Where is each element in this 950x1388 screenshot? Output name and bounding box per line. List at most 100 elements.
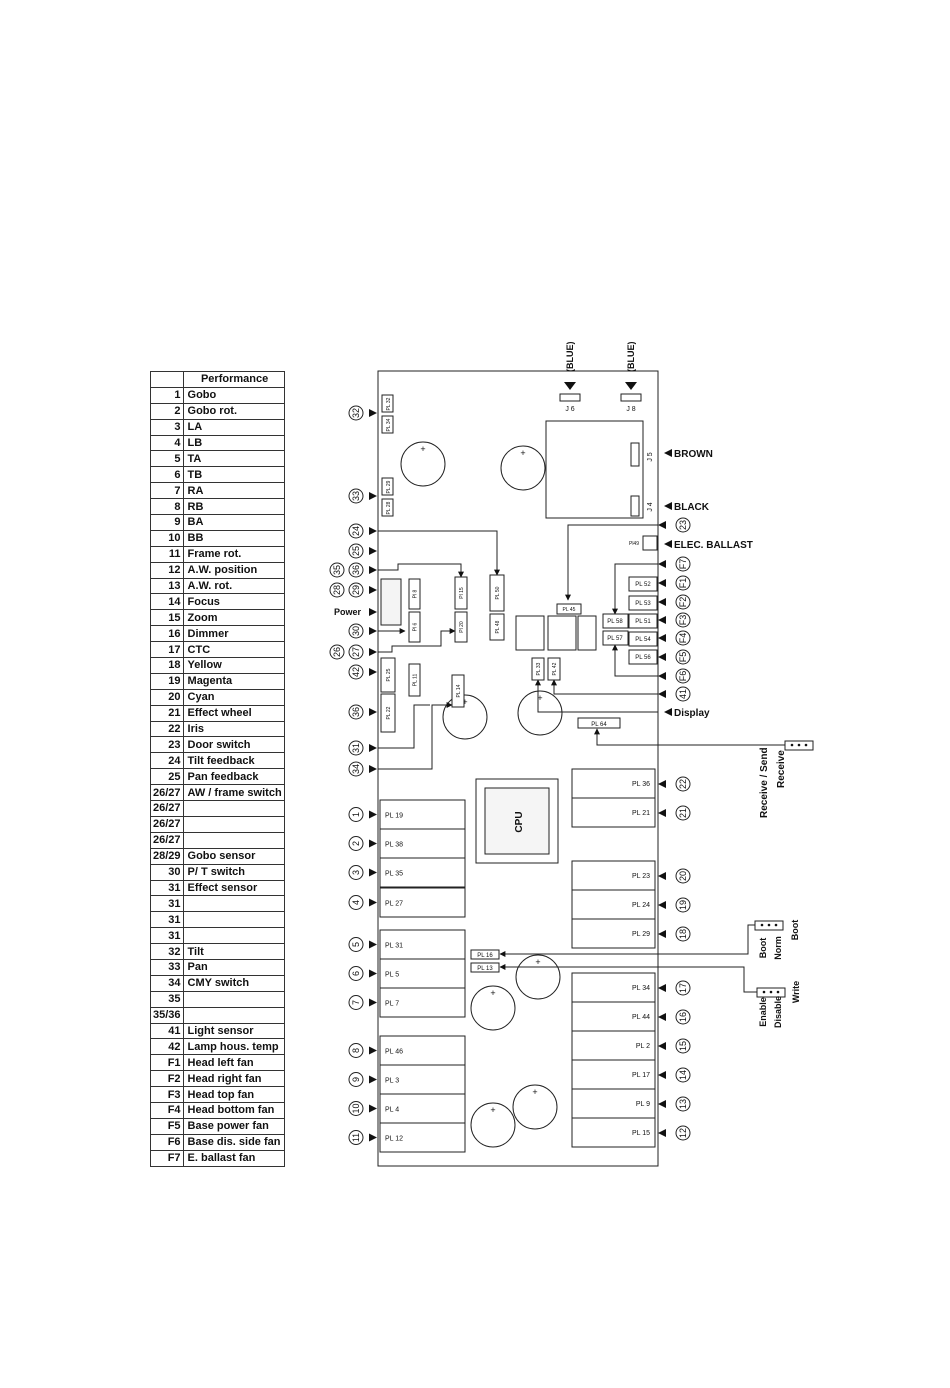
arrow-icon <box>369 708 377 716</box>
marker-number: 15 <box>678 1041 688 1051</box>
arrow-icon <box>658 690 666 698</box>
marker-number: 29 <box>351 585 361 595</box>
connector-label: PL 42 <box>552 662 558 675</box>
marker-circle <box>675 805 691 821</box>
marker-number: 24 <box>351 526 361 536</box>
arrow-icon <box>369 668 377 676</box>
plus-icon: + <box>532 1087 537 1097</box>
marker-number: 36 <box>351 707 361 717</box>
marker-number: 41 <box>678 689 688 699</box>
marker-number: 1 <box>351 812 361 817</box>
plug-block <box>571 1117 656 1148</box>
jumper-pin <box>762 990 766 994</box>
marker-circle <box>348 1101 364 1116</box>
marker-circle <box>348 807 364 822</box>
legend-row-number: 35/36 <box>150 1006 184 1024</box>
connector-label: PL 44 <box>632 1014 650 1021</box>
arrow-icon <box>369 969 377 978</box>
connector-fan <box>628 595 658 611</box>
plug-block <box>571 1030 656 1061</box>
connector-label: PL 4 <box>385 1107 399 1114</box>
arrow-icon <box>658 598 666 606</box>
marker-number: 13 <box>678 1099 688 1109</box>
marker-circle <box>348 865 364 880</box>
marker-number: F6 <box>678 671 688 682</box>
jumper-pin <box>804 743 808 747</box>
wire <box>378 563 464 578</box>
connector-j6 <box>559 393 581 402</box>
marker-number: 35 <box>332 565 342 575</box>
connector-small <box>381 415 394 434</box>
marker-number: 17 <box>678 983 688 993</box>
arrow-icon <box>369 765 377 773</box>
power-connector <box>380 578 402 626</box>
marker-number: 8 <box>351 1048 361 1053</box>
connector-label: Pl 15 <box>459 587 465 599</box>
marker-number: 2 <box>351 841 361 846</box>
marker-circle <box>675 668 691 684</box>
connector-small <box>381 394 394 413</box>
marker-circle <box>348 966 364 981</box>
connector-j4 <box>630 495 640 517</box>
marker-number: 30 <box>351 626 361 636</box>
plug-block <box>379 799 466 830</box>
connector-label: PL 9 <box>636 1101 650 1108</box>
connector-label: PL 34 <box>386 418 392 431</box>
plug-block <box>379 887 466 918</box>
legend-header-row: Performance <box>150 371 285 388</box>
marker-circle <box>675 776 691 792</box>
connector-label: PL 45 <box>563 607 576 613</box>
marker-number: 7 <box>351 1000 361 1005</box>
ic-chip <box>547 615 577 651</box>
connector-label: PL 29 <box>632 931 650 938</box>
plus-icon: + <box>520 448 525 458</box>
black-label: BLACK <box>674 502 710 513</box>
plug-block <box>571 1001 656 1032</box>
jumper-pin <box>776 990 780 994</box>
ballast-label: ELEC. BALLAST <box>674 540 753 551</box>
arrow-icon <box>658 1042 666 1050</box>
arrow-icon <box>658 901 666 909</box>
arrow-down-icon <box>564 382 576 390</box>
marker-number: 12 <box>678 1128 688 1138</box>
connector-label: PL 19 <box>385 813 403 820</box>
marker-circle <box>348 1130 364 1145</box>
legend-row-function: AW / frame switch <box>182 784 285 802</box>
marker-circle <box>675 1038 691 1054</box>
plug-block <box>379 929 466 960</box>
plug-block <box>571 972 656 1003</box>
connector-label: PL 14 <box>456 684 462 697</box>
connector-label: PL 33 <box>536 662 542 675</box>
marker-circle <box>675 612 691 628</box>
capacitor-icon <box>512 1084 558 1130</box>
connector-label: PL 50 <box>495 586 501 599</box>
plug-block <box>571 768 656 799</box>
arrow-icon <box>369 868 377 877</box>
transformer-box <box>545 420 644 519</box>
arrow-icon <box>658 1071 666 1079</box>
arrow-icon <box>369 527 377 535</box>
legend-row-function: CTC <box>182 641 285 659</box>
connector-label: PL 48 <box>495 620 501 633</box>
legend-row: 26/27 <box>150 815 285 833</box>
arrow-icon <box>369 998 377 1007</box>
connector-label: PL 15 <box>632 1130 650 1137</box>
marker-number: 11 <box>351 1133 361 1142</box>
marker-circle <box>348 623 364 639</box>
arrow-icon <box>658 521 666 529</box>
legend-row-function: Dimmer <box>182 625 285 643</box>
connector-j5 <box>630 442 640 467</box>
marker-circle <box>348 562 364 578</box>
legend-row-function: Gobo sensor <box>182 847 285 865</box>
marker-circle <box>348 543 364 559</box>
plug-block <box>571 889 656 920</box>
wire <box>594 728 785 746</box>
marker-number: 10 <box>351 1103 361 1113</box>
marker-circle <box>675 556 691 572</box>
wire <box>612 644 658 677</box>
